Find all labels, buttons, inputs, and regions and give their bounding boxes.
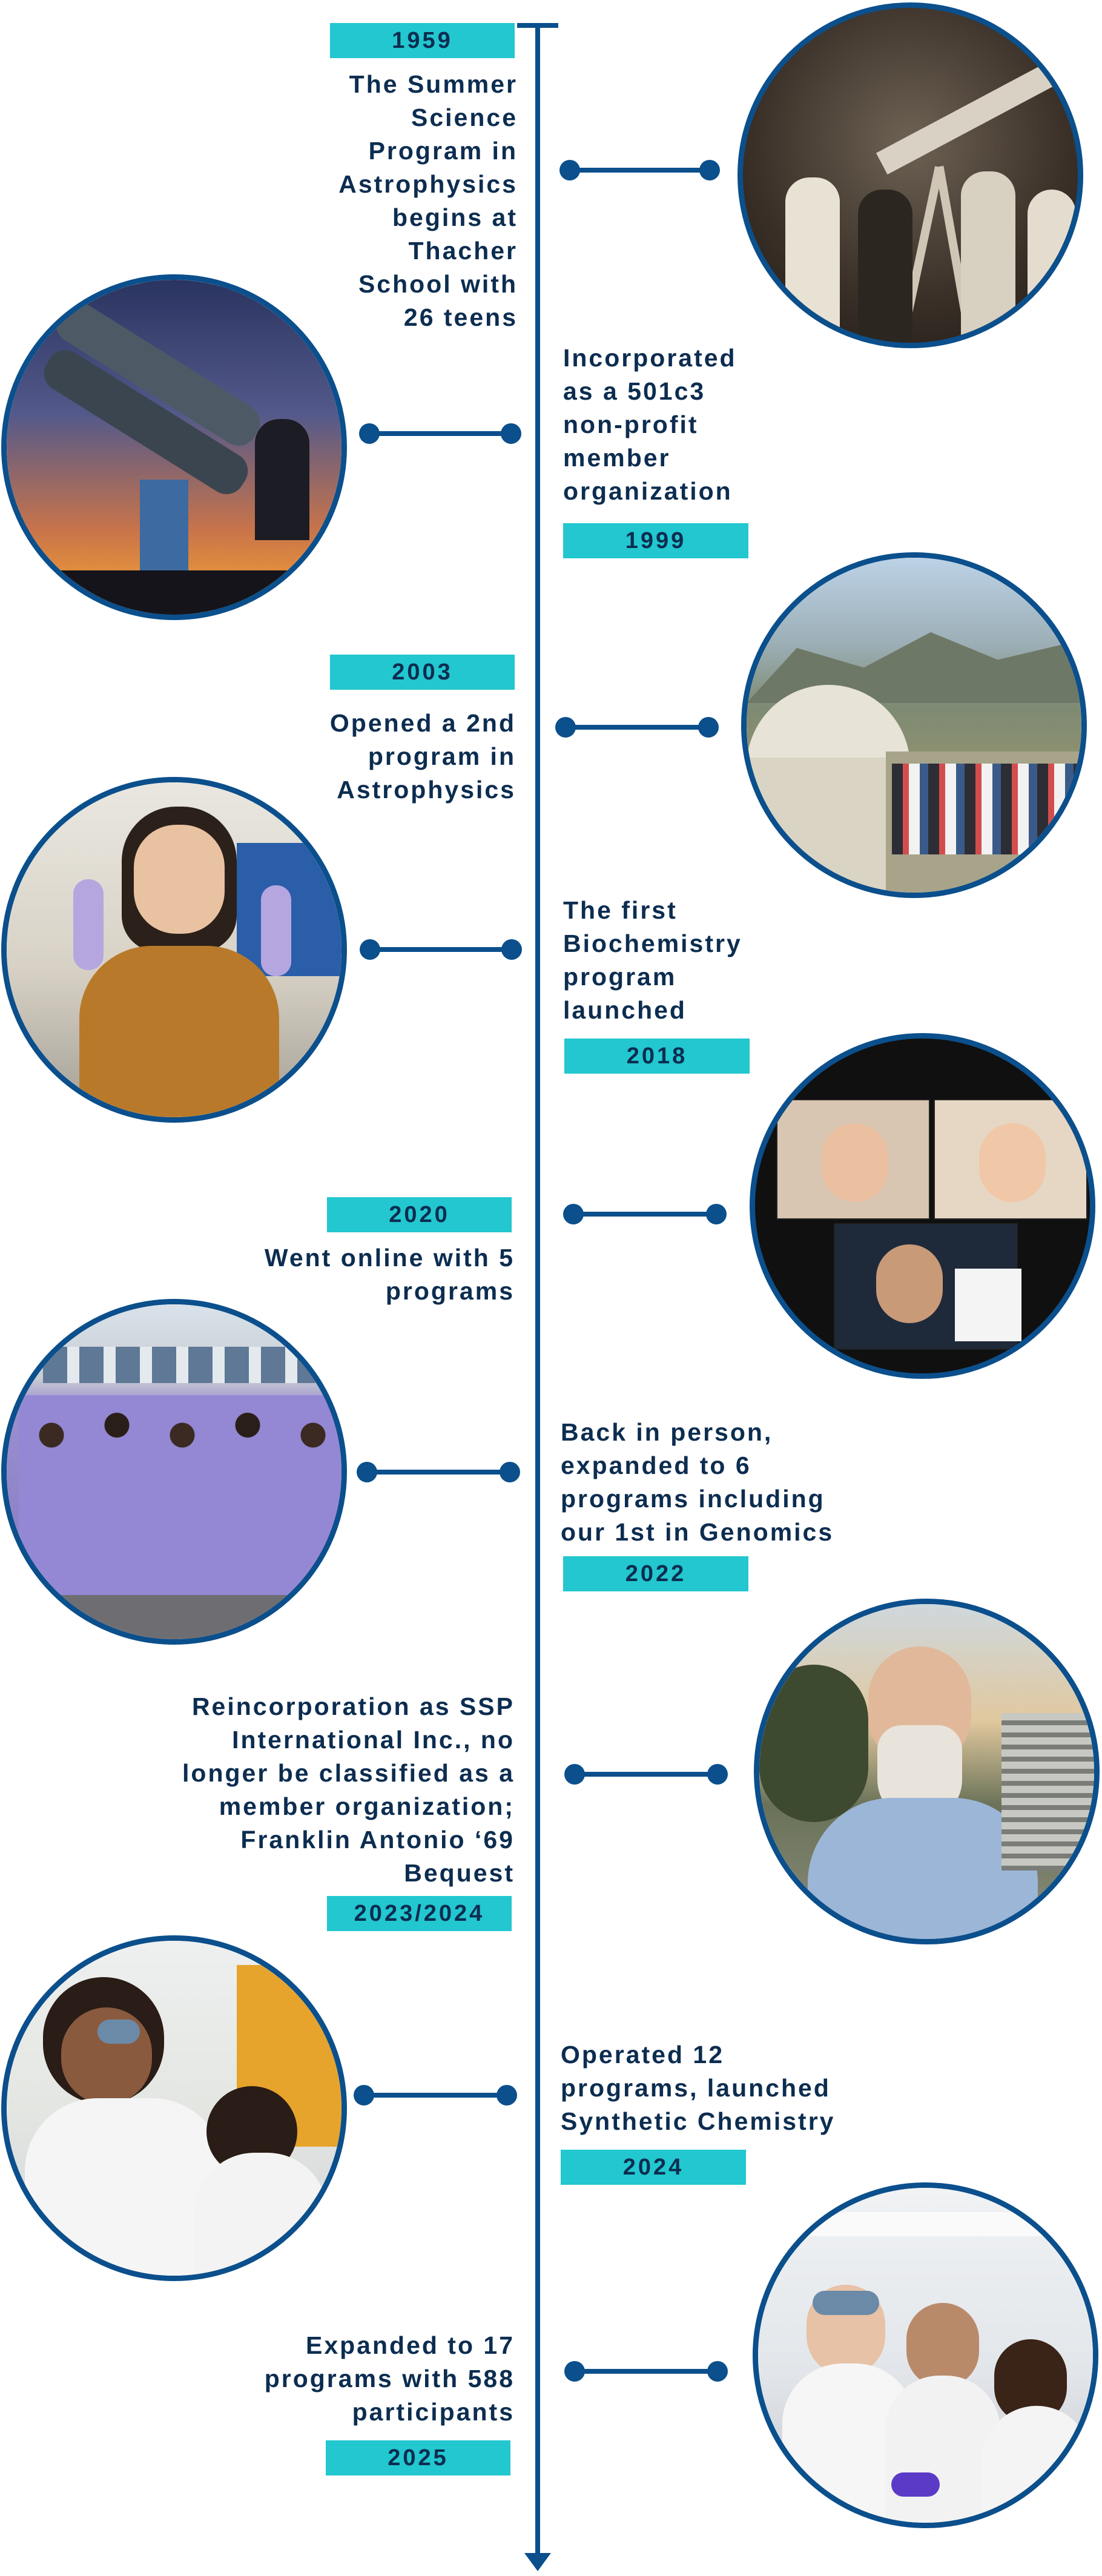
- connector: [357, 1462, 520, 1482]
- event-description: The Summer Science Program in Astrophysi…: [338, 70, 518, 331]
- timeline-arrow-icon: [524, 2553, 551, 2571]
- event-description: Reincorporation as SSP International Inc…: [182, 1693, 515, 1887]
- event-description: Operated 12 programs, launched Synthetic…: [561, 2041, 836, 2135]
- connector: [555, 717, 719, 738]
- year-badge: 2022: [563, 1556, 748, 1591]
- lab-student-photo-icon: [1, 777, 347, 1123]
- timeline-line: [535, 23, 540, 2557]
- event-description: Opened a 2nd program in Astrophysics: [329, 709, 516, 804]
- event-description: The first Biochemistry program launched: [563, 896, 742, 1024]
- telescope-group-photo-icon: [737, 2, 1083, 348]
- connector: [360, 939, 522, 960]
- event-description: Incorporated as a 501c3 non-profit membe…: [563, 344, 737, 505]
- connector: [559, 160, 720, 180]
- year-badge: 2023/2024: [327, 1896, 512, 1931]
- year-badge: 2020: [327, 1197, 512, 1232]
- year-badge: 2018: [564, 1039, 750, 1074]
- lab-team-photo-icon: [753, 2182, 1098, 2528]
- year-badge: 1959: [330, 23, 515, 58]
- connector: [564, 2361, 728, 2382]
- connector: [359, 423, 521, 444]
- telescope-silhouette-photo-icon: [1, 274, 347, 620]
- group-photo-icon: [1, 1299, 347, 1645]
- year-badge: 2024: [561, 2150, 746, 2185]
- observatory-photo-icon: [741, 552, 1087, 898]
- year-badge: 1999: [563, 523, 748, 558]
- connector: [564, 1764, 728, 1785]
- video-call-photo-icon: [750, 1033, 1095, 1379]
- chemistry-lab-photo-icon: [1, 1935, 347, 2281]
- event-description: Back in person, expanded to 6 programs i…: [561, 1418, 834, 1546]
- connector: [563, 1204, 727, 1224]
- event-description: Went online with 5 programs: [264, 1244, 515, 1305]
- connector: [354, 2085, 517, 2105]
- year-badge: 2025: [326, 2440, 510, 2475]
- year-badge: 2003: [330, 655, 515, 690]
- portrait-photo-icon: [754, 1599, 1100, 1944]
- event-description: Expanded to 17 programs with 588 partici…: [264, 2331, 515, 2426]
